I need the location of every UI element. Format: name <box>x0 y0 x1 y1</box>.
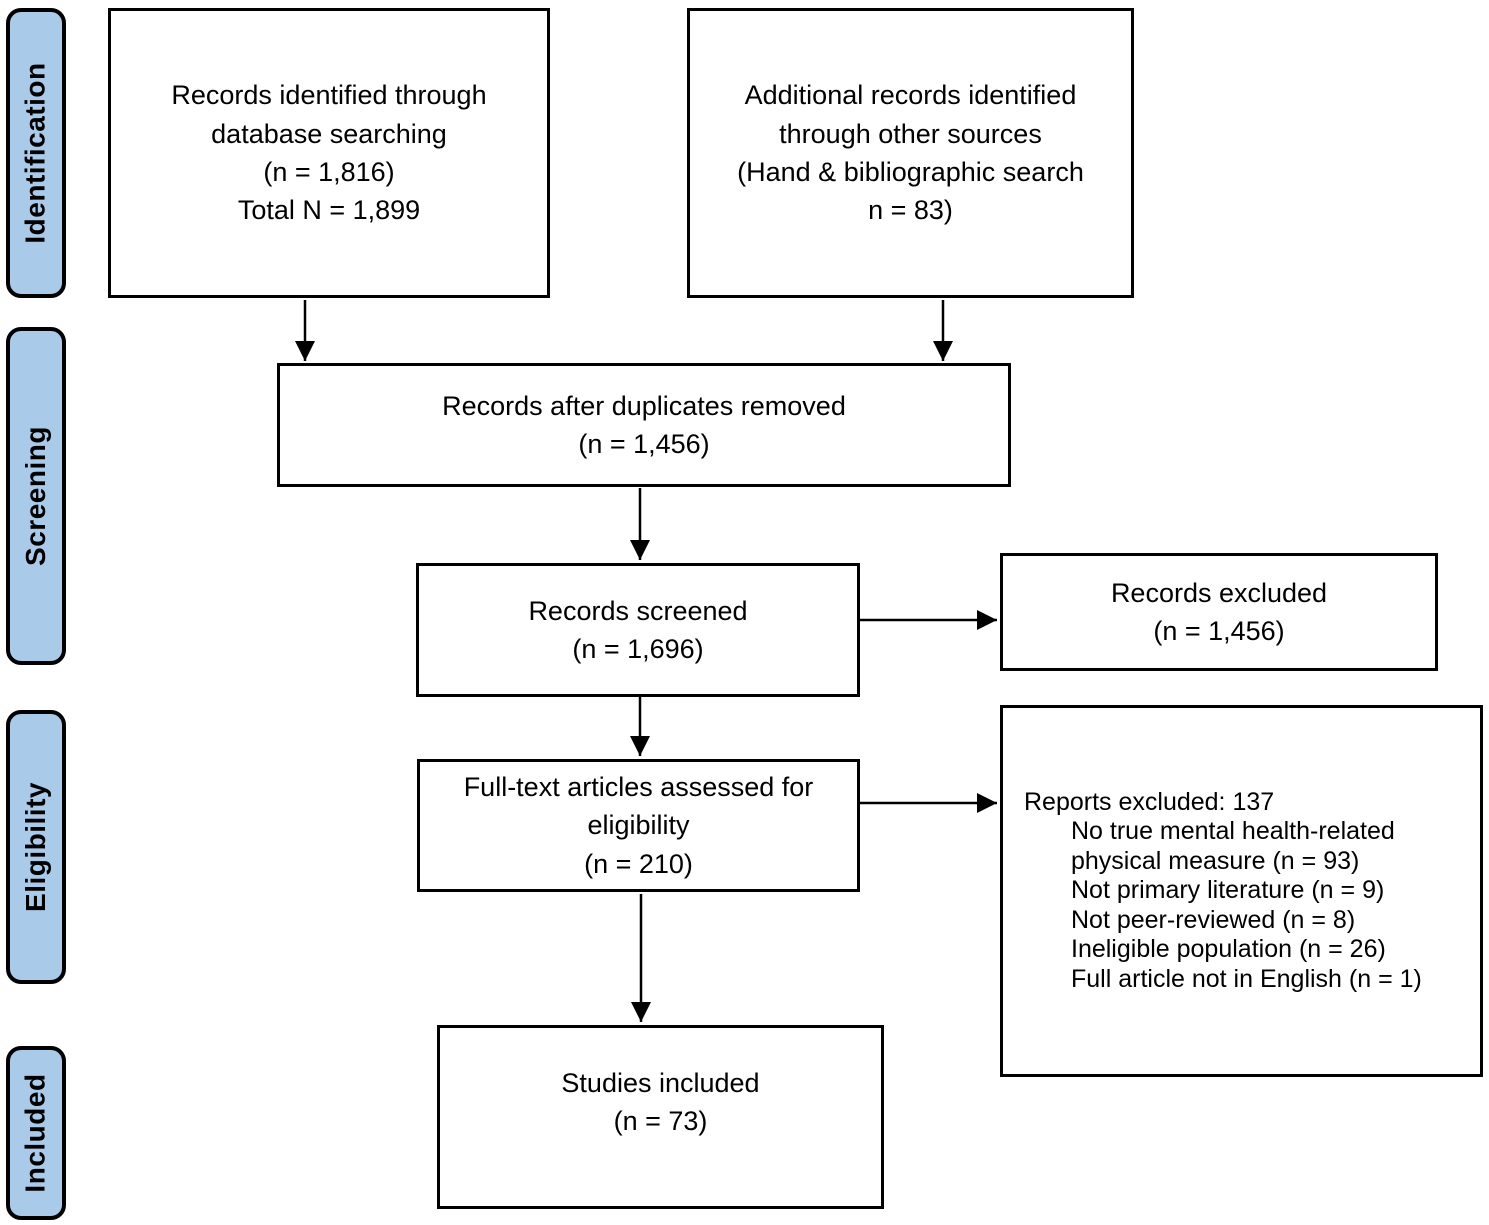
box-fulltext-assessed-line: Full-text articles assessed for <box>463 772 814 802</box>
stage-screening-label: Screening <box>20 426 52 566</box>
box-additional-records-line: n = 83) <box>868 195 953 226</box>
box-duplicates-removed: Records after duplicates removed (n = 1,… <box>277 363 1011 487</box>
reports-excluded-item: Not primary literature (n = 9) <box>1071 876 1385 905</box>
box-records-identified-line: (n = 1,816) <box>263 157 395 187</box>
box-records-screened-line: Records screened <box>528 595 748 626</box>
stage-eligibility-label: Eligibility <box>20 782 51 912</box>
box-studies-included-line: Studies included <box>561 1067 760 1098</box>
box-studies-included: Studies included (n = 73) <box>437 1025 884 1209</box>
box-records-excluded: Records excluded (n = 1,456) <box>1000 553 1438 671</box>
box-records-screened: Records screened (n = 1,696) <box>416 563 860 697</box>
box-fulltext-assessed: Full-text articles assessed for eligibil… <box>417 759 860 892</box>
box-records-identified-line: Total N = 1,899 <box>237 195 421 226</box>
box-additional-records: Additional records identified through ot… <box>687 8 1134 298</box>
box-additional-records-line: (Hand & bibliographic search <box>737 157 1084 187</box>
box-records-identified-line: Records identified through <box>171 80 487 111</box>
box-records-excluded-line: Records excluded <box>1110 577 1328 608</box>
stage-identification-label: Identification <box>20 62 52 244</box>
box-duplicates-removed-line: (n = 1,456) <box>578 429 710 459</box>
box-reports-excluded: Reports excluded: 137 No true mental hea… <box>1000 705 1483 1077</box>
box-records-identified: Records identified through database sear… <box>108 8 550 298</box>
box-additional-records-line: Additional records identified <box>744 80 1077 111</box>
reports-excluded-item: Not peer-reviewed (n = 8) <box>1071 905 1356 934</box>
stage-identification: Identification <box>6 8 66 298</box>
box-fulltext-assessed-line: (n = 210) <box>584 848 693 879</box>
reports-excluded-title: Reports excluded: 137 <box>1024 787 1275 816</box>
stage-eligibility: Eligibility <box>6 710 66 984</box>
stage-screening: Screening <box>6 327 66 665</box>
reports-excluded-item: Full article not in English (n = 1) <box>1071 964 1422 993</box>
box-studies-included-line: (n = 73) <box>613 1106 708 1136</box>
box-records-excluded-line: (n = 1,456) <box>1153 616 1285 646</box>
box-records-identified-line: database searching <box>211 118 447 149</box>
reports-excluded-items: No true mental health-related physical m… <box>1071 817 1466 994</box>
stage-included-label: Included <box>20 1073 51 1193</box>
box-fulltext-assessed-line: eligibility <box>587 810 690 841</box>
stage-included: Included <box>6 1046 66 1220</box>
box-records-screened-line: (n = 1,696) <box>572 634 704 664</box>
box-duplicates-removed-line: Records after duplicates removed <box>442 390 846 421</box>
reports-excluded-item: Ineligible population (n = 26) <box>1071 935 1386 964</box>
box-additional-records-line: through other sources <box>779 118 1042 149</box>
reports-excluded-item: No true mental health-related physical m… <box>1071 817 1395 875</box>
